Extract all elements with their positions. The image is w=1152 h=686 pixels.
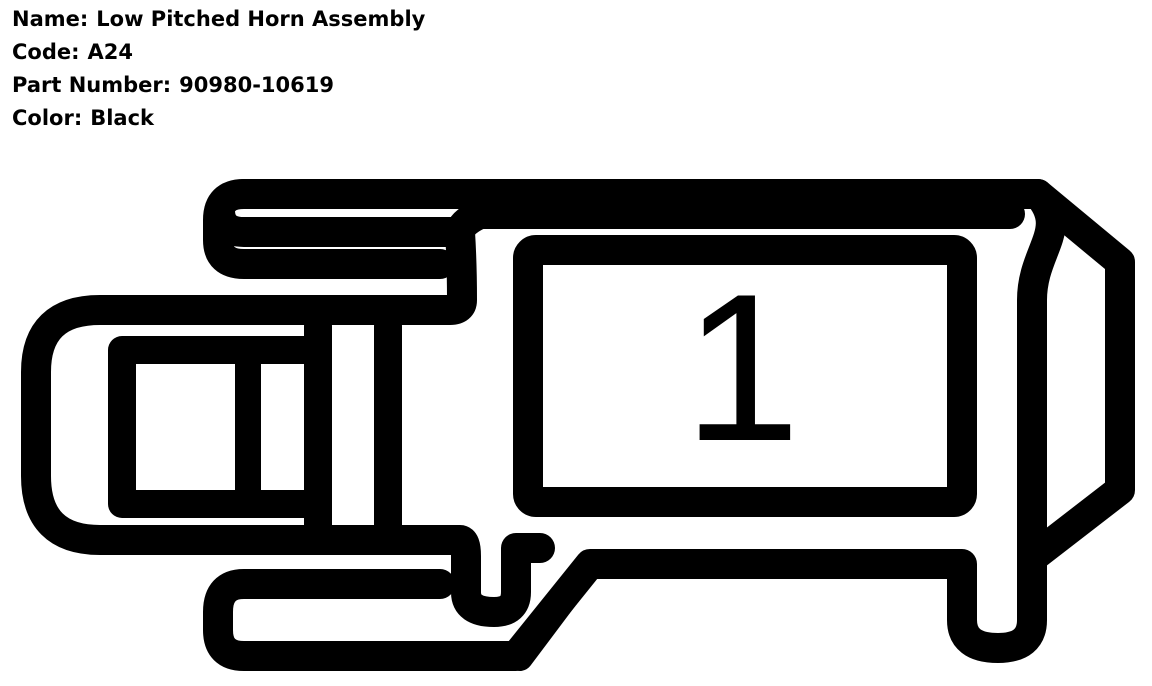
pin-number-label: 1 — [684, 250, 801, 485]
part-info: Name:Low Pitched Horn Assembly Code:A24 … — [12, 3, 425, 135]
name-value: Low Pitched Horn Assembly — [96, 7, 426, 31]
code-label: Code: — [12, 40, 80, 64]
upper-rail-step — [445, 199, 1025, 247]
connector-body — [229, 179, 1135, 573]
connector-outline — [21, 179, 1135, 671]
color-value: Black — [90, 106, 155, 130]
lower-rail-edge — [507, 565, 593, 671]
code-line: Code: A24 — [12, 36, 425, 69]
pin-cavity — [513, 235, 977, 517]
name-line: Name: Low Pitched Horn Assembly — [12, 3, 425, 36]
latch-window — [108, 336, 318, 518]
part-number-value: 90980-10619 — [179, 73, 334, 97]
color-label: Color: — [12, 106, 83, 130]
lower-latch-rail — [203, 549, 1047, 671]
name-label: Name: — [12, 7, 89, 31]
upper-latch-rail — [205, 195, 475, 247]
left-body-step — [21, 217, 555, 627]
upper-rail-loop — [203, 179, 455, 279]
part-number-line: Part Number: 90980-10619 — [12, 69, 425, 102]
code-value: A24 — [87, 40, 133, 64]
color-line: Color: Black — [12, 102, 425, 135]
connector-body-right-wall — [1017, 179, 1066, 627]
part-number-label: Part Number: — [12, 73, 172, 97]
